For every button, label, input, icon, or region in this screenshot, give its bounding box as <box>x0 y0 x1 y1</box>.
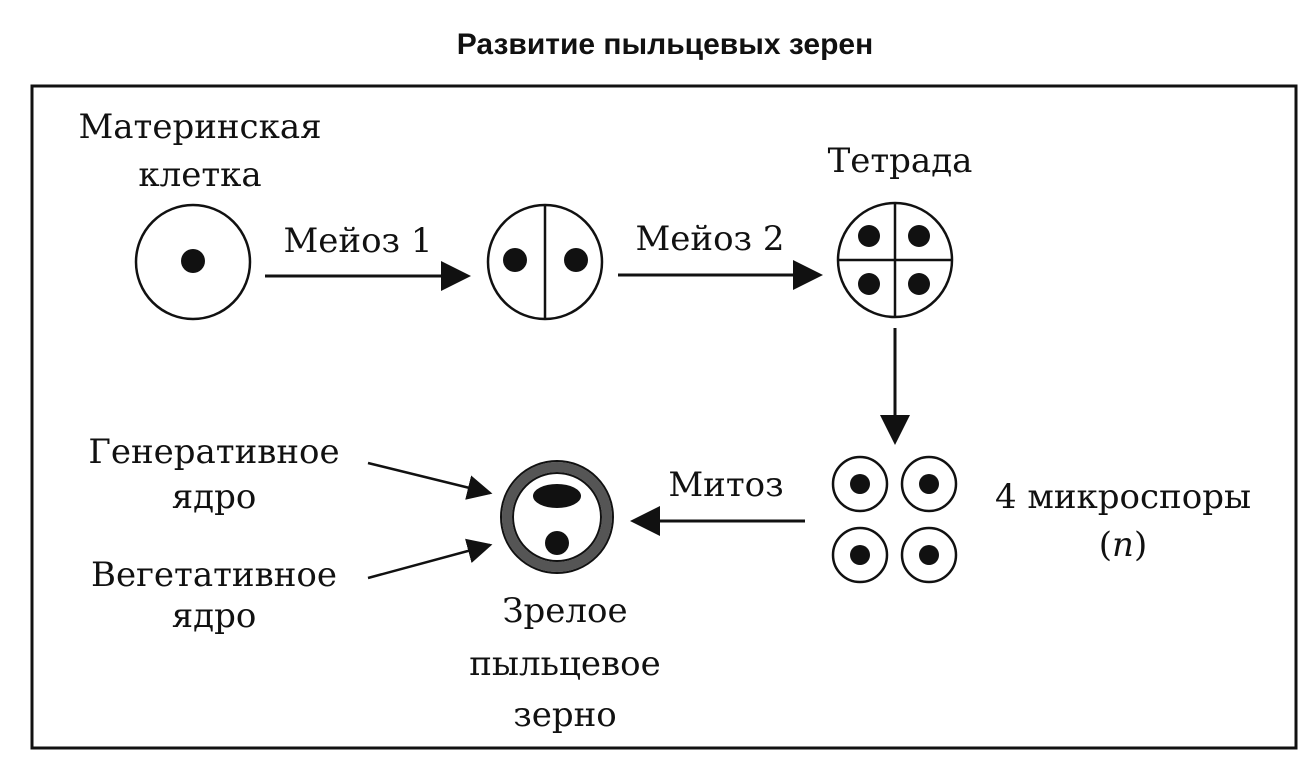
generative-nucleus-label-line1: Генеративное <box>88 432 339 472</box>
vegetative-pointer-arrow <box>367 538 493 580</box>
mature-pollen-grain <box>500 460 614 574</box>
tetrad-nucleus <box>858 225 880 247</box>
mature-grain-label-line3: зерно <box>513 695 617 735</box>
mature-grain-label-line2: пыльцевое <box>469 644 661 684</box>
tetrad-nucleus <box>858 273 880 295</box>
generative-pointer-arrow <box>367 461 493 500</box>
mother-cell-nucleus <box>181 249 205 273</box>
microspore <box>900 526 958 584</box>
dyad-nucleus-left <box>503 248 527 272</box>
meiosis-2-label: Мейоз 2 <box>635 219 784 259</box>
tetrad-nucleus <box>908 225 930 247</box>
vegetative-nucleus-label-line2: ядро <box>172 596 257 636</box>
vegetative-nucleus <box>545 531 569 555</box>
tetrad-nucleus <box>908 273 930 295</box>
microspores-label-line2: (n) <box>1099 525 1147 565</box>
microspores-label-line1: 4 микроспоры <box>995 477 1251 517</box>
mother-cell-label-line1: Материнская <box>78 107 321 147</box>
diagram-title: Развитие пыльцевых зерен <box>457 28 873 61</box>
microspores-group <box>831 455 958 584</box>
generative-nucleus-label-line2: ядро <box>172 477 257 517</box>
mother-cell <box>134 203 252 321</box>
microspore <box>831 526 889 584</box>
vegetative-nucleus-label-line1: Вегетативное <box>91 555 337 595</box>
mitosis-label: Митоз <box>668 465 783 505</box>
generative-nucleus <box>533 484 581 508</box>
tetrad-cell <box>836 201 954 319</box>
mother-cell-label-line2: клетка <box>138 155 261 195</box>
dyad-nucleus-right <box>564 248 588 272</box>
microspore <box>831 455 889 513</box>
microspore <box>900 455 958 513</box>
dyad-cell <box>486 203 604 321</box>
diagram-frame <box>30 84 1298 750</box>
meiosis-1-label: Мейоз 1 <box>283 221 432 261</box>
mature-grain-label-line1: Зрелое <box>502 591 627 631</box>
tetrad-label: Тетрада <box>828 141 973 181</box>
